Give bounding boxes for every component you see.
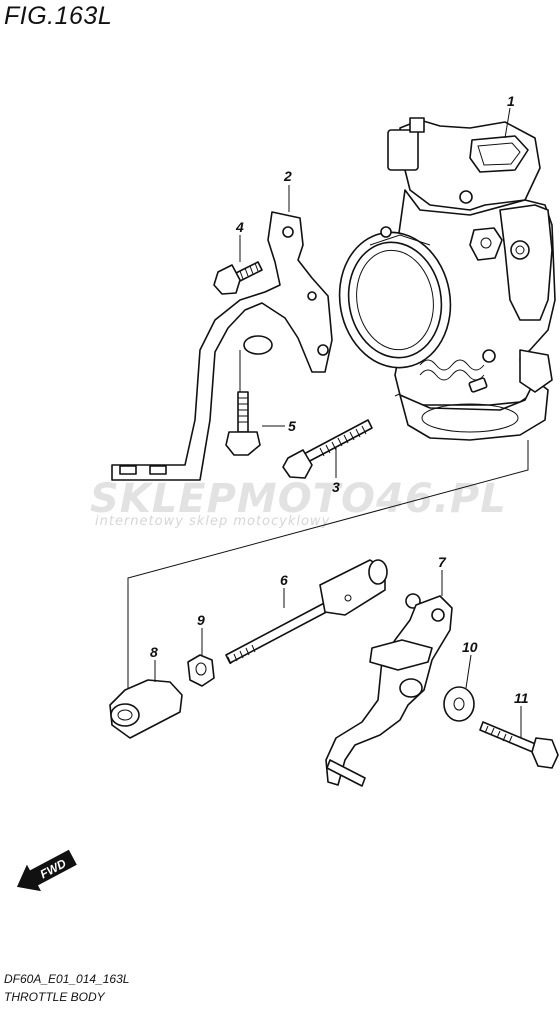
callout-6: 6	[280, 572, 288, 588]
group-bracket-line	[127, 440, 529, 690]
bolt-5-part	[225, 350, 285, 456]
shaft-part	[225, 559, 388, 665]
callout-2: 2	[283, 168, 292, 184]
callout-5: 5	[288, 418, 296, 434]
diagram-code: DF60A_E01_014_163L	[4, 972, 130, 986]
bolt-11-part	[479, 706, 559, 769]
figure-title: FIG.163L	[4, 2, 113, 30]
throttle-body-part	[338, 117, 556, 441]
fwd-arrow: FWD	[16, 849, 77, 892]
bolt-4-part	[213, 235, 263, 295]
callout-11: 11	[514, 690, 529, 706]
callout-10: 10	[462, 639, 478, 655]
diagram-name: THROTTLE BODY	[4, 990, 105, 1004]
callouts: 1 2 3 4 5 6 7 8 9 10 11	[150, 93, 529, 706]
nut-part	[187, 628, 215, 687]
callout-4: 4	[235, 219, 244, 235]
leader-1	[504, 107, 511, 139]
bolt-3-part	[282, 419, 373, 479]
callout-1: 1	[507, 93, 515, 109]
callout-3: 3	[332, 479, 340, 495]
callout-8: 8	[150, 644, 158, 660]
watermark-main: SKLEPMOTO46.PL	[90, 476, 507, 522]
callout-7: 7	[438, 554, 447, 570]
callout-9: 9	[197, 612, 205, 628]
watermark: SKLEPMOTO46.PL internetowy sklep motocyk…	[90, 476, 507, 529]
bracket-part	[111, 211, 333, 481]
washer-part	[443, 654, 475, 722]
lever-part	[325, 570, 453, 787]
lever-end-part	[109, 660, 183, 739]
watermark-sub: internetowy sklep motocyklowy	[95, 514, 330, 529]
